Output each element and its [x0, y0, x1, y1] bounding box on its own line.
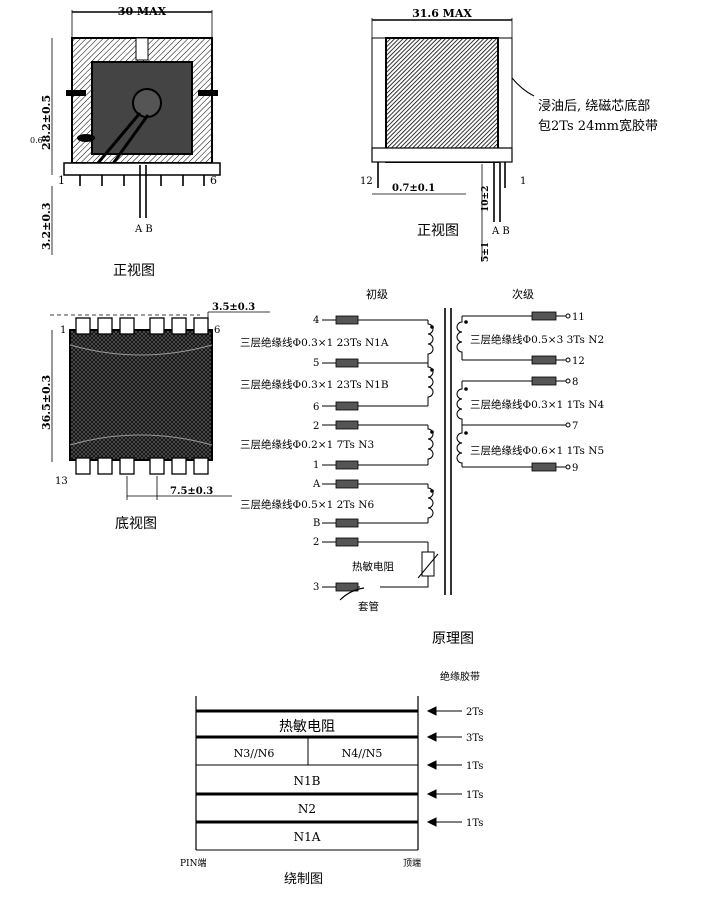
svg-text:1Ts: 1Ts: [466, 761, 483, 772]
pin-12-label: 12: [360, 176, 373, 187]
bottom-body: [69, 329, 213, 461]
svg-text:N3//N6: N3//N6: [234, 747, 275, 760]
bottom-view: 3.5±0.3 1 6 13 36.5±0.3: [40, 302, 270, 532]
svg-text:三层绝缘线Φ0.5×1 2Ts N6: 三层绝缘线Φ0.5×1 2Ts N6: [240, 498, 374, 511]
svg-text:N1A: N1A: [294, 830, 321, 844]
svg-text:三层绝缘线Φ0.3×1 23Ts N1B: 三层绝缘线Φ0.3×1 23Ts N1B: [240, 378, 389, 391]
bottom-view-caption: 底视图: [115, 516, 157, 532]
svg-text:N1B: N1B: [294, 774, 321, 788]
front-view-right: 31.6 MAX 浸油后, 绕磁芯底部 包2Ts 24mm宽胶带 12 1 0.…: [360, 7, 658, 262]
tape-note-line1: 浸油后, 绕磁芯底部: [538, 98, 650, 114]
left-mark: 0.6: [30, 136, 43, 145]
dim-pin-width: 0.7±0.1: [392, 183, 435, 194]
svg-text:6: 6: [313, 402, 319, 413]
pin-1-bottom-label: 1: [60, 325, 66, 336]
sleeve-label: 套管: [358, 600, 379, 613]
pin-13-bottom-label: 13: [55, 476, 68, 487]
winding-layers: 热敏电阻 N3//N6 N4//N5 N1B N2 N1A: [234, 719, 383, 844]
dim-top-width-right: 31.6 MAX: [412, 7, 472, 20]
pin-1-label: 1: [58, 174, 65, 187]
wire-ab-label: A B: [134, 224, 153, 235]
dim-pin-length: 3.2±0.3: [40, 203, 53, 251]
winding-caption: 绕制图: [284, 872, 323, 887]
secondary-pins: 11 12 8 7 9: [572, 312, 585, 474]
svg-text:三层绝缘线Φ0.2×1 7Ts N3: 三层绝缘线Φ0.2×1 7Ts N3: [240, 438, 374, 451]
bobbin-base: [63, 162, 221, 176]
svg-text:热敏电阻: 热敏电阻: [279, 719, 335, 735]
pin-side-label: PIN端: [180, 857, 207, 869]
svg-text:3Ts: 3Ts: [466, 733, 483, 744]
svg-text:12: 12: [572, 356, 585, 367]
svg-text:1: 1: [313, 460, 319, 471]
svg-text:5: 5: [313, 358, 319, 369]
primary-title: 初级: [366, 287, 388, 301]
dim-pin-pitch: 3.5±0.3: [212, 302, 255, 313]
primary-pins: 4 5 6 2 1 A B 2 3: [312, 315, 321, 593]
svg-text:2Ts: 2Ts: [466, 707, 483, 718]
secondary-winding-labels: 三层绝缘线Φ0.5×3 3Ts N2 三层绝缘线Φ0.3×1 1Ts N4 三层…: [470, 333, 604, 457]
pin-6-bottom-label: 6: [214, 325, 220, 336]
thermistor-bead: [132, 88, 162, 118]
dim-height: 28.2±0.5: [40, 95, 53, 150]
svg-text:三层绝缘线Φ0.3×1 1Ts N4: 三层绝缘线Φ0.3×1 1Ts N4: [470, 398, 604, 411]
thermistor-label: 热敏电阻: [352, 560, 394, 573]
tape-header: 绝缘胶带: [440, 670, 480, 683]
front-left-caption: 正视图: [113, 263, 155, 279]
svg-text:1Ts: 1Ts: [466, 818, 483, 829]
bottom-pins-bottom: [75, 457, 209, 475]
pin-1-right-label: 1: [520, 176, 526, 187]
svg-text:N2: N2: [298, 802, 316, 816]
svg-text:三层绝缘线Φ0.3×1 23Ts N1A: 三层绝缘线Φ0.3×1 23Ts N1A: [240, 336, 389, 349]
svg-text:11: 11: [572, 312, 585, 323]
front-right-caption: 正视图: [417, 223, 459, 239]
svg-text:4: 4: [313, 315, 319, 326]
pin-6-label: 6: [210, 174, 217, 187]
secondary-title: 次级: [512, 287, 534, 301]
dim-row-spacing: 7.5±0.3: [170, 486, 213, 497]
svg-text:3: 3: [313, 582, 319, 593]
svg-text:7: 7: [572, 421, 578, 432]
core-wrapped: [385, 37, 499, 163]
bottom-pins-top: [75, 317, 209, 335]
svg-text:B: B: [313, 518, 320, 529]
schematic-caption: 原理图: [432, 631, 474, 647]
winding-diagram: 绝缘胶带 热敏电阻 N3//N6 N4//N5 N1B N2 N1A: [180, 670, 483, 887]
dim-lead-2: 5±1: [481, 242, 491, 262]
svg-text:三层绝缘线Φ0.5×3 3Ts N2: 三层绝缘线Φ0.5×3 3Ts N2: [470, 333, 604, 346]
tape-turns: 2Ts 3Ts 1Ts 1Ts 1Ts: [466, 707, 483, 829]
front-view-left: 30 MAX 1 6 A B 28.2±0.5 0.6: [30, 5, 221, 279]
dim-bottom-length: 36.5±0.3: [40, 375, 53, 430]
dim-top-width: 30 MAX: [118, 5, 167, 18]
svg-text:1Ts: 1Ts: [466, 790, 483, 801]
svg-text:N4//N5: N4//N5: [342, 747, 383, 760]
tape-note-line2: 包2Ts 24mm宽胶带: [538, 118, 658, 134]
svg-text:A: A: [312, 479, 321, 490]
primary-winding-labels: 三层绝缘线Φ0.3×1 23Ts N1A 三层绝缘线Φ0.3×1 23Ts N1…: [240, 336, 389, 511]
svg-text:8: 8: [572, 377, 578, 388]
svg-text:2: 2: [313, 421, 319, 432]
svg-text:2: 2: [313, 537, 319, 548]
wire-ab-right-label: A B: [491, 226, 510, 237]
schematic: 初级 次级 4 5 6 2 1 A B 2 3: [240, 287, 604, 647]
svg-text:三层绝缘线Φ0.6×1 1Ts N5: 三层绝缘线Φ0.6×1 1Ts N5: [470, 444, 604, 457]
svg-text:9: 9: [572, 463, 578, 474]
dim-lead-1: 10±2: [481, 186, 491, 212]
top-side-label: 顶端: [403, 857, 421, 869]
